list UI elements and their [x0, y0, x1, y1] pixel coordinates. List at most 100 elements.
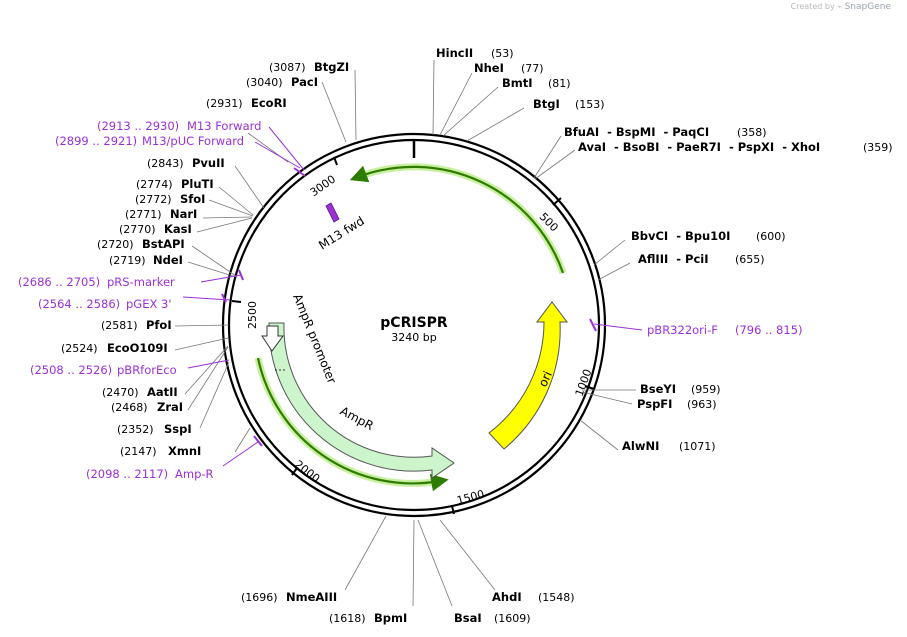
enzyme-paci[interactable]: (3040) PacI: [246, 75, 318, 89]
enzyme-ecoo109i[interactable]: (2524) EcoO109I: [61, 341, 168, 355]
enzyme-pos: (2524): [61, 342, 98, 355]
enzyme-name: BfuAI - BspMI - PaqCI: [564, 125, 709, 139]
enzyme-pvuii[interactable]: (2843) PvuII: [147, 156, 225, 170]
enzyme-pfoi[interactable]: (2581) PfoI: [101, 318, 172, 332]
primer-pbr322ori-f[interactable]: pBR322ori-F (796 .. 815): [647, 323, 803, 337]
orf-arc-top: [349, 165, 565, 274]
enzyme-pos: (2581): [101, 319, 138, 332]
primer-name: pRS-marker: [107, 275, 175, 289]
primer-range: (2564 .. 2586): [38, 297, 120, 311]
enzyme-name: AhdI: [492, 590, 522, 604]
enzyme-pos: (1609): [494, 612, 531, 625]
enzyme-bsai[interactable]: BsaI (1609): [454, 611, 531, 625]
enzyme-sspi[interactable]: (2352) SspI: [117, 422, 192, 436]
enzyme-bseyi[interactable]: BseYI (959): [640, 382, 721, 396]
enzyme-nari[interactable]: (2771) NarI: [125, 207, 197, 221]
enzyme-pos: (3040): [246, 76, 283, 89]
enzyme-ecori[interactable]: (2931) EcoRI: [206, 96, 287, 110]
enzyme-name: KasI: [164, 222, 192, 236]
primer-name: M13/pUC Forward: [142, 134, 244, 148]
enzyme-bbvci-group[interactable]: BbvCI - Bpu10I (600): [631, 229, 786, 243]
enzyme-pos: (1618): [329, 612, 366, 625]
enzyme-pos: (359): [863, 141, 893, 154]
enzyme-labels: HincII (53) NheI (77) BmtI (81) BtgI (15…: [61, 46, 893, 625]
credit-brand: SnapGene: [844, 2, 891, 12]
enzyme-zrai[interactable]: (2468) ZraI: [111, 400, 183, 414]
enzyme-pos: (2719): [109, 254, 146, 267]
enzyme-xmni[interactable]: (2147) XmnI: [120, 444, 201, 458]
tick-2000: 2000: [291, 458, 322, 485]
enzyme-name: AvaI - BsoBI - PaeR7I - PspXI - XhoI: [578, 140, 820, 154]
plasmid-name: pCRISPR: [380, 315, 448, 331]
enzyme-name: BtgI: [533, 97, 560, 111]
enzyme-name: BmtI: [502, 76, 533, 90]
enzyme-bfuai-group[interactable]: BfuAI - BspMI - PaqCI (358): [564, 125, 767, 139]
enzyme-name: AatII: [147, 385, 178, 399]
primer-pgex-3[interactable]: (2564 .. 2586) pGEX 3': [38, 297, 172, 311]
enzyme-pluti[interactable]: (2774) PluTI: [136, 177, 214, 191]
feature-m13-fwd[interactable]: M13 fwd: [316, 202, 367, 253]
enzyme-name: PluTI: [181, 177, 214, 191]
feature-ampr-promoter[interactable]: AmpR promoter: [261, 292, 339, 386]
enzyme-alwni[interactable]: AlwNI (1071): [622, 439, 716, 453]
enzyme-bpmi[interactable]: (1618) BpmI: [329, 611, 407, 625]
enzyme-btgi[interactable]: BtgI (153): [533, 97, 605, 111]
enzyme-name: PfoI: [146, 318, 172, 332]
primer-leader-lines: [182, 126, 643, 467]
feature-ori[interactable]: ori: [488, 301, 568, 450]
enzyme-hincii[interactable]: HincII (53): [436, 46, 514, 60]
primer-prs-marker[interactable]: (2686 .. 2705) pRS-marker: [18, 275, 175, 289]
enzyme-pos: (2772): [135, 193, 172, 206]
primer-name: Amp-R: [175, 467, 214, 481]
enzyme-aatii[interactable]: (2470) AatII: [102, 385, 178, 399]
feature-ampr[interactable]: AmpR: [268, 322, 455, 479]
enzyme-pos: (963): [687, 398, 717, 411]
enzyme-ahdi[interactable]: AhdI (1548): [492, 590, 575, 604]
enzyme-nmeaiii[interactable]: (1696) NmeAIII: [241, 590, 337, 604]
enzyme-kasi[interactable]: (2770) KasI: [119, 222, 192, 236]
primer-amp-r[interactable]: (2098 .. 2117) Amp-R: [86, 467, 214, 481]
feature-label-ori: ori: [536, 369, 555, 389]
enzyme-afliii-group[interactable]: AflIII - PciI (655): [638, 252, 765, 266]
enzyme-pos: (2931): [206, 97, 243, 110]
enzyme-name: NarI: [170, 207, 197, 221]
enzyme-pos: (1696): [241, 591, 278, 604]
enzyme-pos: (2352): [117, 423, 154, 436]
enzyme-ndei[interactable]: (2719) NdeI: [109, 253, 183, 267]
enzyme-name: BseYI: [640, 382, 676, 396]
enzyme-pos: (1071): [679, 440, 716, 453]
enzyme-pos: (1548): [538, 591, 575, 604]
enzyme-sfoi[interactable]: (2772) SfoI: [135, 192, 205, 206]
enzyme-pos: (153): [575, 98, 605, 111]
primer-range: (796 .. 815): [735, 323, 803, 337]
enzyme-name: XmnI: [168, 444, 201, 458]
tick-label-3000: 3000: [308, 173, 338, 200]
enzyme-btgzi[interactable]: (3087) BtgZI: [269, 60, 349, 74]
enzyme-name: NdeI: [153, 253, 183, 267]
enzyme-name: BsaI: [454, 611, 482, 625]
enzyme-name: PvuII: [192, 156, 225, 170]
enzyme-name: BpmI: [374, 611, 407, 625]
enzyme-name: PacI: [291, 75, 318, 89]
enzyme-avai-group[interactable]: AvaI - BsoBI - PaeR7I - PspXI - XhoI (35…: [578, 140, 893, 154]
enzyme-nhei[interactable]: NheI (77): [474, 61, 544, 75]
primer-m13-forward[interactable]: (2913 .. 2930) M13 Forward: [97, 119, 261, 133]
feature-label-ampr: AmpR: [338, 404, 376, 433]
enzyme-pos: (53): [491, 47, 514, 60]
enzyme-pos: (2771): [125, 208, 162, 221]
primer-range: (2508 .. 2526): [30, 363, 112, 377]
enzyme-name: ZraI: [157, 400, 183, 414]
primer-range: (2899 .. 2921): [55, 134, 137, 148]
primer-pbrforeco[interactable]: (2508 .. 2526) pBRforEco: [30, 363, 177, 377]
primer-m13-puc-forward[interactable]: (2899 .. 2921) M13/pUC Forward: [55, 134, 244, 148]
enzyme-name: BbvCI - Bpu10I: [631, 229, 730, 243]
enzyme-pspfi[interactable]: PspFI (963): [637, 397, 717, 411]
orf-arc-ampr: [256, 357, 449, 492]
enzyme-pos: (2468): [111, 401, 148, 414]
enzyme-pos: (2843): [147, 157, 184, 170]
enzyme-pos: (2147): [120, 445, 157, 458]
enzyme-name: NheI: [474, 61, 504, 75]
enzyme-bstapi[interactable]: (2720) BstAPI: [97, 237, 185, 251]
enzyme-bmti[interactable]: BmtI (81): [502, 76, 571, 90]
enzyme-pos: (2774): [136, 178, 173, 191]
